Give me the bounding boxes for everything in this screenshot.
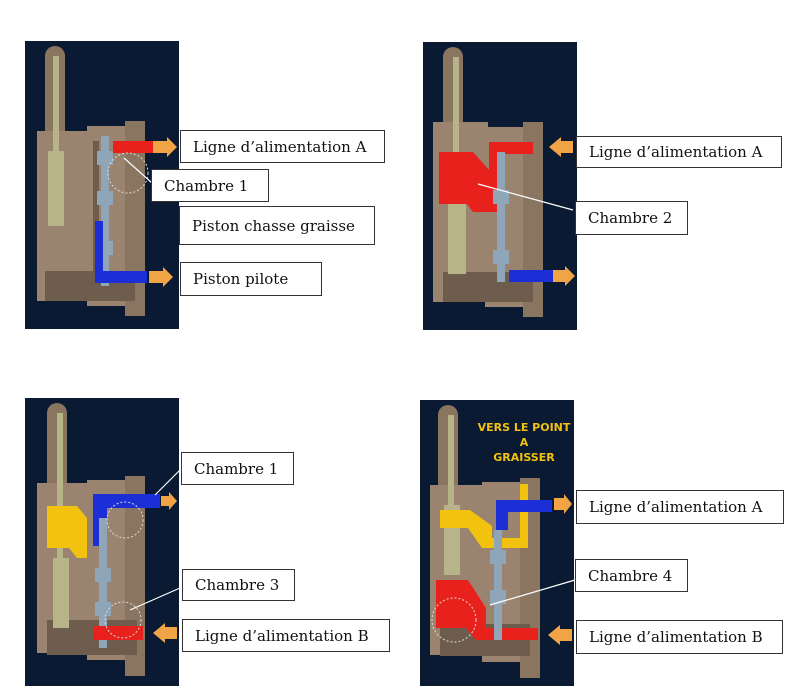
grease-piston — [448, 204, 466, 274]
label-panel3-chamber-3: Chambre 3 — [182, 569, 295, 601]
supply-b-arrow — [153, 623, 177, 643]
label-panel4-chamber-4: Chambre 4 — [575, 559, 688, 592]
inset-text-line-3: GRAISSER — [493, 451, 555, 464]
label-panel1-grease-piston: Piston chasse graisse — [179, 206, 375, 245]
chamber-4-ring — [431, 597, 477, 643]
outlet-arrow — [161, 492, 177, 510]
blue-channel — [509, 270, 553, 282]
red-channel — [113, 141, 155, 153]
distributor-body — [433, 47, 543, 317]
grease-piston-rod — [53, 56, 59, 226]
blue-channel — [496, 500, 552, 530]
panel-2-image — [423, 42, 577, 330]
label-panel1-chamber-1: Chambre 1 — [151, 169, 269, 202]
inset-text-to-grease-point: VERS LE POINT A GRAISSER — [476, 420, 572, 465]
blue-channel — [95, 221, 147, 283]
supply-a-arrow — [549, 137, 573, 157]
label-panel1-supply-a: Ligne d’alimentation A — [180, 130, 385, 163]
label-panel4-supply-b: Ligne d’alimentation B — [576, 620, 783, 654]
grease-piston-rod — [448, 415, 454, 575]
chamber-3-ring — [104, 601, 142, 639]
supply-a-arrow — [554, 494, 572, 514]
outlet-arrow — [149, 267, 173, 287]
label-panel1-pilot-piston: Piston pilote — [180, 262, 322, 296]
chamber-1-ring — [106, 501, 144, 539]
label-panel2-supply-a: Ligne d’alimentation A — [576, 136, 782, 168]
supply-a-arrow — [153, 137, 177, 157]
blue-channel — [93, 494, 160, 546]
inset-text-line-2: A — [519, 436, 529, 449]
grease-piston-rod — [453, 57, 459, 227]
red-channel — [93, 626, 143, 640]
yellow-chamber — [47, 506, 87, 558]
supply-b-arrow — [548, 625, 572, 645]
label-panel3-chamber-1: Chambre 1 — [181, 452, 294, 485]
inset-text-line-1: VERS LE POINT — [477, 421, 571, 434]
grease-piston — [53, 558, 69, 628]
outlet-arrow — [553, 266, 575, 286]
yellow-channel — [440, 484, 528, 548]
label-panel3-supply-b: Ligne d’alimentation B — [182, 619, 390, 652]
label-panel4-supply-a: Ligne d’alimentation A — [576, 490, 784, 524]
red-chamber — [439, 142, 533, 212]
panel-4-image: VERS LE POINT A GRAISSER — [420, 400, 574, 686]
label-panel2-chamber-2: Chambre 2 — [575, 201, 688, 235]
grease-piston — [48, 151, 64, 226]
red-chamber — [436, 580, 538, 640]
panel-3-image — [25, 398, 179, 686]
